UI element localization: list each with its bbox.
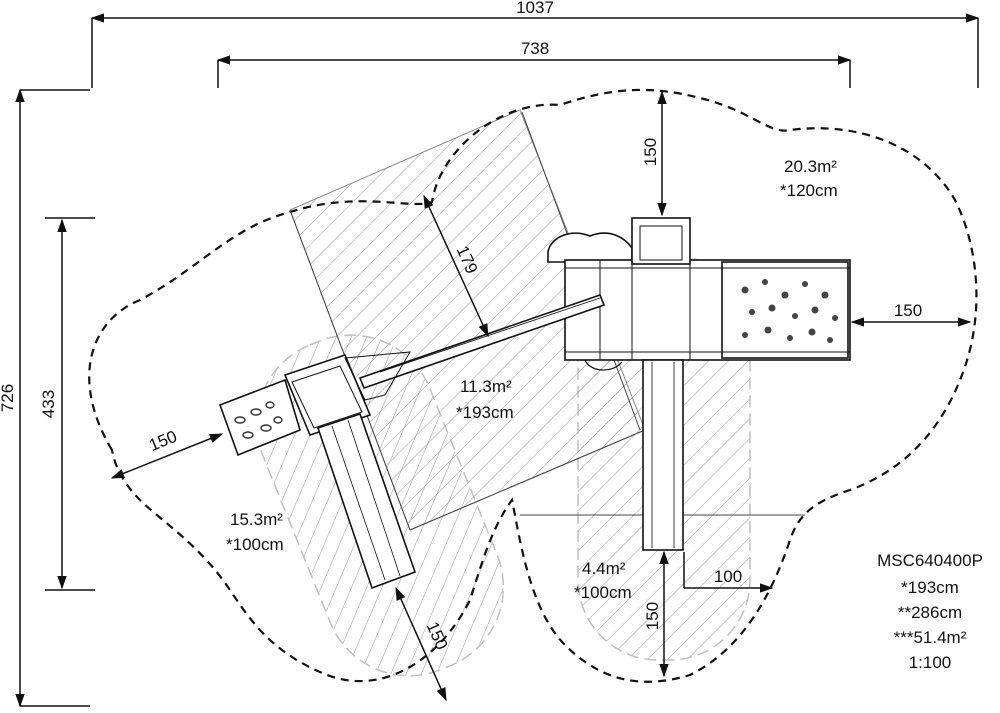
product-total-height: **286cm <box>898 603 962 622</box>
product-scale: 1:100 <box>909 653 952 672</box>
area-left-height: *100cm <box>226 535 284 554</box>
area-center: 11.3m² <box>460 377 512 396</box>
angled-slide <box>316 412 417 590</box>
bridge-rail <box>358 293 606 390</box>
area-top-right-height: *120cm <box>780 181 838 200</box>
climbing-wall <box>721 261 849 359</box>
area-bottom: 4.4m² <box>582 559 626 578</box>
main-platform <box>547 217 851 551</box>
dim-equipment-height: 433 <box>39 390 58 418</box>
area-bottom-height: *100cm <box>574 583 632 602</box>
dim-equipment-width: 738 <box>521 39 549 58</box>
roof-bush <box>547 232 633 263</box>
vertical-slide <box>642 359 684 551</box>
activity-panel <box>218 378 301 457</box>
dim-right-clearance: 150 <box>894 301 922 320</box>
dim-slide-offset: 100 <box>714 567 742 586</box>
safety-boundary <box>88 88 978 683</box>
dimension-lines <box>15 13 980 708</box>
dim-bottom-clearance: 150 <box>643 602 662 630</box>
product-total-area: ***51.4m² <box>894 628 967 647</box>
dim-overall-height: 726 <box>0 384 17 412</box>
area-center-height: *193cm <box>456 403 514 422</box>
panel-holds <box>234 401 283 439</box>
dim-overall-width: 1037 <box>516 0 554 17</box>
area-left: 15.3m² <box>230 510 283 529</box>
tower-top <box>631 217 691 265</box>
dim-left-clearance: 150 <box>146 427 179 455</box>
dim-top-clearance: 150 <box>641 138 660 166</box>
area-top-right: 20.3m² <box>784 157 837 176</box>
left-tower <box>218 351 417 590</box>
tower-deck-left <box>283 354 372 436</box>
product-fall-height: *193cm <box>901 578 959 597</box>
product-code: MSC640400P <box>877 551 983 570</box>
climbing-holds <box>741 279 838 343</box>
